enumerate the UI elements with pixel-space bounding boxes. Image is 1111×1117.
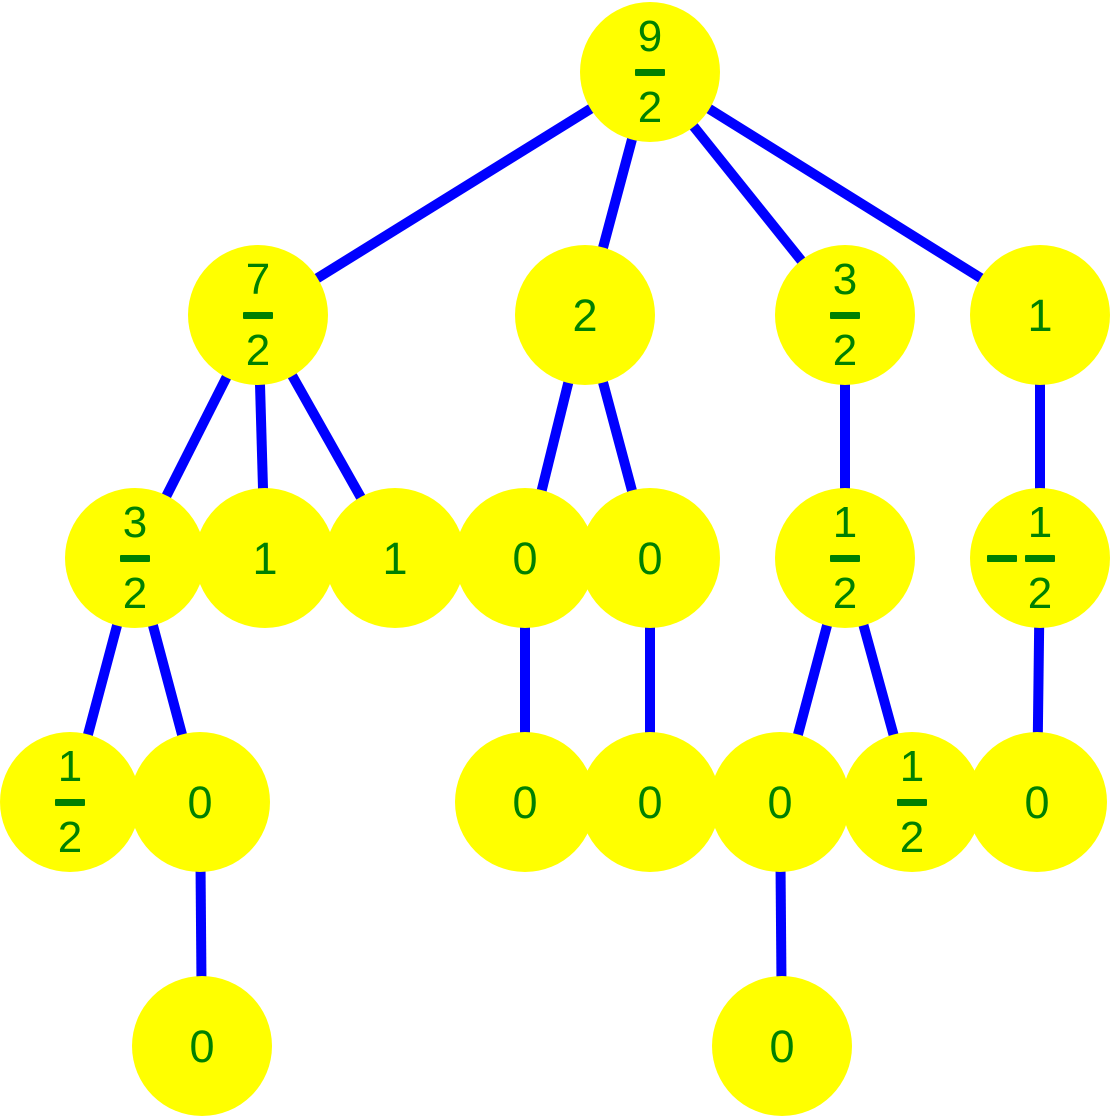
fraction-bar xyxy=(635,68,665,76)
fraction-bar-row xyxy=(635,68,665,76)
fraction-numerator: 1 xyxy=(57,741,83,791)
fraction-denominator: 2 xyxy=(637,82,663,132)
node-label: 0 xyxy=(512,776,538,828)
fraction-bar xyxy=(1025,554,1055,562)
node-label: 2 xyxy=(572,289,598,341)
fraction-bar xyxy=(55,798,85,806)
fraction-bar-row xyxy=(987,554,1055,562)
fraction-denominator: 2 xyxy=(1027,568,1053,618)
fraction-bar xyxy=(243,311,273,319)
fraction-numerator: 1 xyxy=(899,741,925,791)
node-label: 0 xyxy=(637,776,663,828)
node-label: 1 xyxy=(252,532,278,584)
fraction-denominator: 2 xyxy=(57,812,83,862)
fraction-bar xyxy=(120,554,150,562)
fraction-bar-row xyxy=(243,311,273,319)
fraction-numerator: 3 xyxy=(122,497,148,547)
node-label: 0 xyxy=(767,776,793,828)
fraction-bar xyxy=(830,311,860,319)
tree-node-n13: 0 xyxy=(130,732,270,872)
fraction-bar xyxy=(897,798,927,806)
node-label: 0 xyxy=(512,532,538,584)
tree-node-n4: 1 xyxy=(970,245,1110,385)
node-label: 0 xyxy=(769,1020,795,1072)
node-label: 0 xyxy=(187,776,213,828)
tree-node-n15: 0 xyxy=(580,732,720,872)
fraction-bar-row xyxy=(55,798,85,806)
fraction-numerator: 7 xyxy=(245,254,271,304)
fraction-bar-row xyxy=(897,798,927,806)
tree-node-n20: 0 xyxy=(712,976,852,1116)
node-label: 1 xyxy=(382,532,408,584)
fraction-numerator: 1 xyxy=(1027,497,1053,547)
tree-node-n8: 0 xyxy=(455,488,595,628)
tree-node-n9: 0 xyxy=(580,488,720,628)
node-label: 0 xyxy=(637,532,663,584)
fraction-denominator: 2 xyxy=(832,325,858,375)
fraction-bar-row xyxy=(830,554,860,562)
tree-node-n6: 1 xyxy=(195,488,335,628)
tree-node-n2: 2 xyxy=(515,245,655,385)
tree-node-n18: 0 xyxy=(967,732,1107,872)
node-label: 1 xyxy=(1027,289,1053,341)
fraction-numerator: 9 xyxy=(637,11,663,61)
fraction-bar-row xyxy=(120,554,150,562)
tree-node-n19: 0 xyxy=(132,976,272,1116)
tree-edge-n0-n1 xyxy=(255,67,653,320)
tree-edge-n0-n4 xyxy=(647,67,1043,320)
fraction-denominator: 2 xyxy=(245,325,271,375)
fraction-denominator: 2 xyxy=(899,812,925,862)
fraction-denominator: 2 xyxy=(122,568,148,618)
node-label: 0 xyxy=(1024,776,1050,828)
fraction-numerator: 1 xyxy=(832,497,858,547)
node-label: 0 xyxy=(189,1020,215,1072)
minus-sign xyxy=(987,554,1017,562)
tree-node-n7: 1 xyxy=(325,488,465,628)
fraction-denominator: 2 xyxy=(832,568,858,618)
fraction-bar-row xyxy=(830,311,860,319)
fraction-numerator: 3 xyxy=(832,254,858,304)
tree-node-n16: 0 xyxy=(710,732,850,872)
fraction-bar xyxy=(830,554,860,562)
tree-node-n14: 0 xyxy=(455,732,595,872)
